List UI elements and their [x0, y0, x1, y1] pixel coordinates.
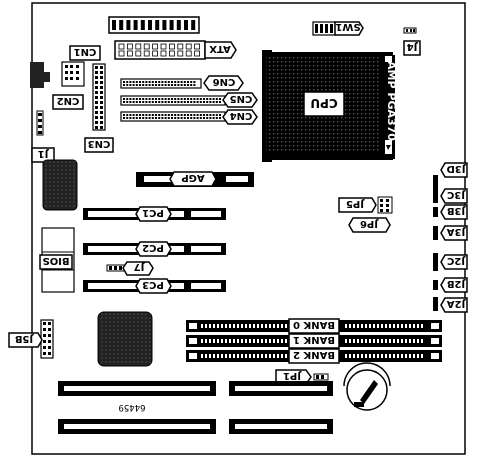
label-j3b-text: J3B — [447, 205, 466, 216]
j5b-connector — [40, 319, 54, 359]
label-agp-text: AGP — [181, 172, 204, 183]
label-pc3-text: PC3 — [142, 279, 164, 290]
io-ports — [30, 62, 50, 88]
label-bank0: BANK 0 — [288, 318, 340, 334]
label-cn6-text: CN6 — [213, 76, 236, 87]
isa-slot-2 — [229, 381, 333, 396]
header-j3a: J3A — [433, 225, 468, 241]
isa-slot-4 — [229, 419, 333, 434]
label-sw1-text: SW1 — [335, 21, 360, 32]
board-code: 64459 — [118, 402, 145, 412]
label-cn5: CN5 — [222, 92, 258, 108]
label-pc1-text: PC1 — [142, 207, 164, 218]
label-j5b-text: J5B — [15, 333, 34, 344]
label-j7-text: J7 — [134, 261, 146, 272]
label-cn2-text: CN2 — [57, 95, 80, 106]
label-atx: ATX — [204, 41, 237, 59]
header-j3d: J3D — [433, 162, 468, 193]
label-cpu: CPU — [310, 96, 337, 110]
label-bios: BIOS — [39, 254, 73, 270]
label-cn5-text: CN5 — [230, 93, 253, 104]
header-j2a: J2A — [433, 297, 468, 313]
cn4-connector — [120, 111, 226, 122]
label-jp5-text: JP5 — [346, 198, 365, 209]
label-j2b-text: J2B — [447, 278, 466, 289]
isa-slot-3 — [58, 419, 216, 434]
right-edge-headers: J3D J3C J3B J3A J2C J2B J2A — [433, 162, 468, 313]
isa-slot-1 — [58, 381, 216, 396]
j4-jumper — [403, 27, 417, 34]
label-bank2-text: BANK 2 — [293, 349, 335, 360]
dimm-banks: BANK 0 BANK 1 BANK 2 — [186, 318, 442, 364]
label-atx-text: ATX — [209, 43, 231, 54]
label-j3c-text: J3C — [447, 189, 466, 200]
label-j4-text: J4 — [407, 41, 419, 52]
sw1-switch — [312, 21, 336, 36]
cn1-connector — [61, 61, 85, 87]
label-pc3: PC3 — [135, 278, 172, 294]
label-bank1-text: BANK 1 — [293, 334, 335, 345]
label-socket: AMP PGA370 — [385, 61, 398, 141]
label-cn3-text: CN3 — [88, 138, 111, 149]
label-bios-text: BIOS — [42, 255, 69, 266]
label-jp6: JP6 — [348, 217, 391, 233]
jp1-jumper — [313, 373, 329, 381]
jp5-jp6-jumpers — [377, 196, 393, 214]
cn6-connector — [120, 78, 202, 89]
label-j1-text: J1 — [38, 148, 50, 159]
label-j4: J4 — [403, 40, 421, 56]
dimm-bank0: BANK 0 — [186, 318, 442, 334]
cpu-chip — [303, 91, 345, 117]
cpu-socket: CPU AMP PGA370 — [262, 50, 398, 162]
label-sw1: SW1 — [334, 21, 364, 36]
label-j2a-text: J2A — [447, 298, 467, 309]
label-bank0-text: BANK 0 — [293, 319, 335, 330]
label-pc2-text: PC2 — [142, 242, 164, 253]
label-jp1-text: JP1 — [283, 370, 302, 381]
label-cn3: CN3 — [84, 137, 114, 153]
header-j3c: J3C — [433, 188, 468, 204]
south-chipset — [97, 311, 153, 367]
label-cn6: CN6 — [203, 75, 244, 91]
label-agp: AGP — [169, 171, 217, 187]
label-cn4-text: CN4 — [230, 110, 253, 121]
label-pc2: PC2 — [135, 241, 172, 257]
label-bank2: BANK 2 — [288, 348, 340, 364]
label-j3d-text: J3D — [447, 163, 467, 174]
north-chipset — [42, 159, 78, 211]
label-pc1: PC1 — [135, 206, 172, 222]
label-j3a-text: J3A — [447, 226, 467, 237]
dimm-bank1: BANK 1 — [186, 333, 442, 349]
cn3-connector — [92, 63, 106, 131]
j1-connector — [36, 110, 44, 136]
label-j7: J7 — [122, 261, 154, 276]
battery — [343, 362, 391, 411]
header-j3b: J3B — [433, 204, 468, 220]
label-j5b: J5B — [8, 332, 43, 348]
label-j2c-text: J2C — [447, 255, 466, 266]
atx-power-connector — [108, 16, 206, 60]
cn5-connector — [120, 95, 226, 106]
label-cn1-text: CN1 — [74, 46, 97, 57]
label-cn1: CN1 — [69, 45, 101, 61]
dimm-bank2: BANK 2 — [186, 348, 442, 364]
label-jp6-text: JP6 — [360, 218, 379, 229]
header-j2c: J2C — [433, 253, 468, 271]
header-j2b: J2B — [433, 277, 468, 293]
label-cn2: CN2 — [52, 94, 84, 110]
label-jp5: JP5 — [338, 197, 377, 213]
label-bank1: BANK 1 — [288, 333, 340, 349]
label-cn4: CN4 — [222, 109, 258, 125]
